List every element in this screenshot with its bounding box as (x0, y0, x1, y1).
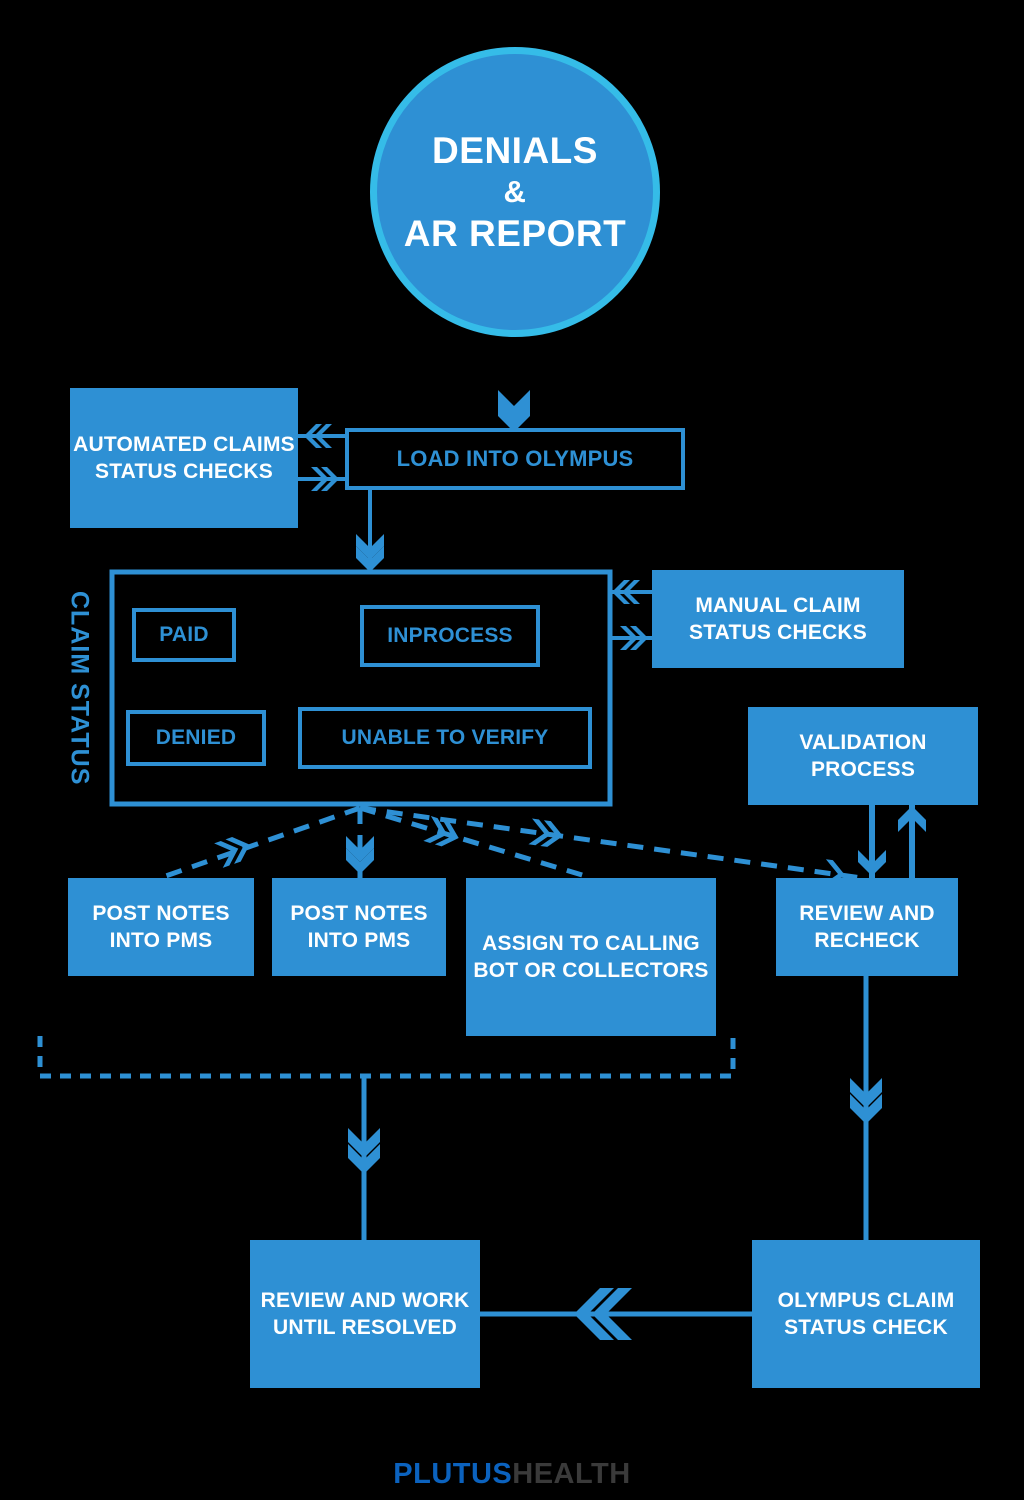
edge-olympuscheck-to-resolve (480, 1288, 752, 1340)
node-review-and-work-until-resolved[interactable]: REVIEW AND WORK UNTIL RESOLVED (250, 1240, 480, 1388)
node-unable-to-verify[interactable]: UNABLE TO VERIFY (298, 707, 592, 769)
node-inprocess[interactable]: INPROCESS (360, 605, 540, 667)
edge-automated-to-load (298, 467, 345, 491)
hero-denials-ar-report: DENIALS & AR REPORT (370, 47, 660, 337)
edge-validation-to-recheck (858, 805, 886, 878)
node-post-notes-into-pms-2[interactable]: POST NOTES INTO PMS (272, 878, 446, 976)
edge-recheck-to-validation (898, 805, 926, 878)
node-load-into-olympus[interactable]: LOAD INTO OLYMPUS (345, 428, 685, 490)
logo-plutus: PLUTUS (393, 1458, 513, 1490)
node-review-and-recheck[interactable]: REVIEW AND RECHECK (776, 878, 958, 976)
edge-claimstatus-to-manual (610, 580, 652, 604)
node-automated-claims-status-checks[interactable]: AUTOMATED CLAIMS STATUS CHECKS (70, 388, 298, 528)
node-paid[interactable]: PAID (132, 608, 236, 662)
node-manual-claim-status-checks[interactable]: MANUAL CLAIM STATUS CHECKS (652, 570, 904, 668)
hero-line-3: AR REPORT (403, 212, 627, 254)
node-post-notes-into-pms-1[interactable]: POST NOTES INTO PMS (68, 878, 254, 976)
edge-manual-to-claimstatus (610, 626, 652, 650)
node-assign-to-calling-bot-or-collectors[interactable]: ASSIGN TO CALLING BOT OR COLLECTORS (466, 878, 716, 1036)
edge-claimstatus-fanout (159, 805, 863, 886)
node-olympus-claim-status-check[interactable]: OLYMPUS CLAIM STATUS CHECK (752, 1240, 980, 1388)
plutus-health-logo: PLUTUSHEALTH (0, 1458, 1024, 1491)
edge-dashed-bracket (37, 1036, 736, 1079)
edge-bracket-to-resolve (348, 1076, 380, 1240)
node-denied[interactable]: DENIED (126, 710, 266, 766)
hero-line-2: & (503, 174, 527, 210)
node-validation-process[interactable]: VALIDATION PROCESS (748, 707, 978, 805)
edge-load-to-automated (298, 424, 345, 448)
logo-health: HEALTH (512, 1458, 631, 1490)
hero-line-1: DENIALS (432, 129, 598, 171)
label-claim-status: CLAIM STATUS (65, 590, 94, 786)
edge-load-to-claimstatus (356, 490, 384, 572)
edge-hero-to-load (498, 330, 530, 432)
edge-recheck-to-olympuscheck (850, 976, 882, 1240)
